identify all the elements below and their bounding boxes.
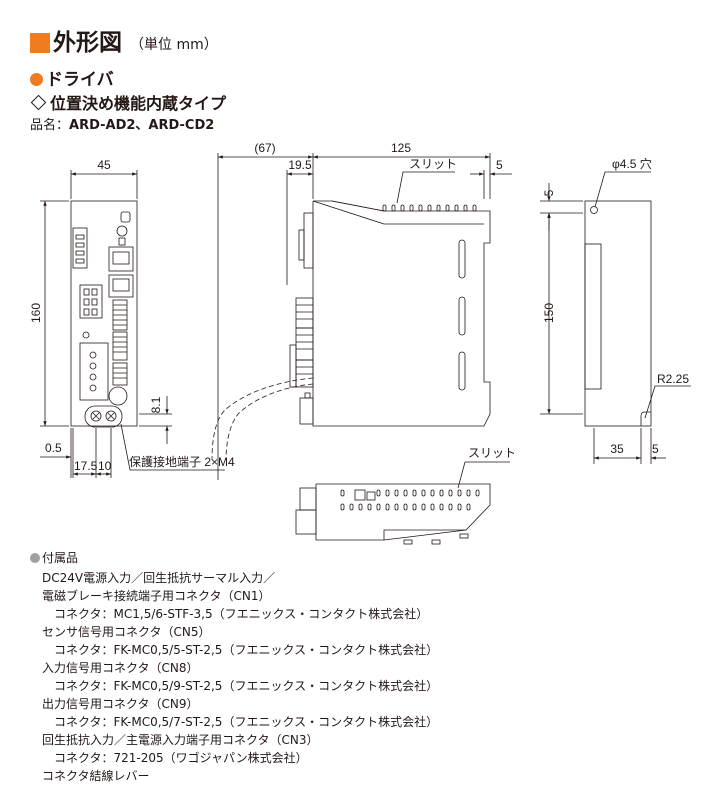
bottom-body-outline	[315, 483, 491, 541]
dim-depth-67: (67)	[254, 141, 275, 155]
front-view	[70, 200, 138, 428]
front-panel-outline	[70, 200, 138, 427]
radius-label: R2.25	[657, 372, 689, 386]
accessory-line: 入力信号用コネクタ（CN8）	[42, 661, 199, 675]
accessory-line: コネクタ：FK-MC0,5/9-ST-2,5（フエニックス・コンタクト株式会社）	[42, 679, 439, 693]
side-slits	[458, 239, 466, 391]
ground-terminal-label: 保護接地端子 2×M4	[129, 454, 235, 469]
lever-knob	[108, 386, 128, 406]
section-type-heading: 位置決め機能内蔵タイプ	[30, 93, 226, 114]
outline-drawing: 45 160 8.1 0.5 17.5 10 保護接地端子 2×M4 (67) …	[29, 141, 691, 545]
accessories-heading: 付属品	[30, 550, 78, 566]
accessory-line: DC24V電源入力／回生抵抗サーマル入力／	[42, 571, 276, 585]
driver-label: ドライバ	[46, 70, 114, 90]
product-models: ARD-AD2、ARD-CD2	[69, 118, 215, 133]
accessory-line: コネクタ結線レバー	[42, 769, 150, 783]
dim-width-45: 45	[97, 158, 111, 172]
accessory-line: 電磁ブレーキ接続端子用コネクタ（CN1）	[42, 589, 271, 603]
cn5-connector	[79, 284, 103, 319]
side-view	[211, 200, 491, 461]
dim-5-top: 5	[496, 158, 503, 172]
dim-19-5: 19.5	[288, 158, 312, 172]
title-text: 外形図	[53, 30, 122, 56]
dim-0-5: 0.5	[45, 441, 62, 455]
dim-8-1: 8.1	[149, 396, 163, 413]
dim-depth-125: 125	[391, 141, 411, 155]
dim-height-150: 150	[542, 303, 556, 323]
side-body-outline	[312, 200, 491, 427]
title-marker	[30, 33, 50, 53]
type-label: 位置決め機能内蔵タイプ	[50, 94, 227, 113]
accessory-line: 回生抵抗入力／主電源入力端子用コネクタ（CN3）	[42, 733, 319, 747]
rj-port-upper	[108, 246, 134, 272]
bottom-view	[295, 483, 491, 545]
product-label: 品名：	[30, 118, 70, 133]
rotary-switch	[116, 225, 128, 237]
accessory-line: 出力信号用コネクタ（CN9）	[42, 697, 199, 711]
cable	[211, 377, 314, 461]
hole-label: φ4.5 穴	[612, 156, 652, 171]
dim-17-5: 17.5	[74, 459, 98, 473]
dim-35: 35	[610, 442, 624, 456]
orange-bullet-icon	[30, 73, 43, 86]
bottom-slits	[340, 489, 480, 511]
slit-label-bottom: スリット	[468, 446, 516, 460]
cn9-connector	[112, 362, 128, 386]
right-view	[584, 200, 652, 427]
cn3-connector	[79, 342, 109, 401]
mounting-flange	[584, 243, 602, 390]
dim-5-side: 5	[542, 189, 556, 196]
top-slits	[382, 204, 477, 212]
dim-10: 10	[98, 459, 112, 473]
accessory-line: コネクタ：FK-MC0,5/5-ST-2,5（フエニックス・コンタクト株式会社）	[42, 643, 439, 657]
dim-5-bottom: 5	[652, 442, 659, 456]
accessory-line: コネクタ：721-205（ワゴジャパン株式会社）	[42, 751, 308, 765]
product-line: 品名：ARD-AD2、ARD-CD2	[30, 117, 214, 135]
accessory-line: コネクタ：MC1,5/6-STF-3,5（フエニックス・コンタクト株式会社）	[42, 607, 429, 621]
slit-label-top: スリット	[409, 157, 457, 171]
right-panel-outline	[584, 200, 652, 427]
accessory-line: コネクタ：FK-MC0,5/7-ST-2,5（フエニックス・コンタクト株式会社）	[42, 715, 439, 729]
dim-height-160: 160	[29, 303, 43, 323]
cn1-connector	[72, 227, 88, 269]
gray-bullet-icon	[30, 553, 40, 563]
rj-port-lower	[108, 274, 134, 298]
accessory-line: センサ信号用コネクタ（CN5）	[42, 625, 211, 639]
mounting-hole	[590, 206, 598, 214]
title-unit: （単位 mm）	[130, 37, 218, 53]
ground-terminal-block	[84, 405, 123, 428]
section-driver-heading: ドライバ	[30, 69, 114, 91]
